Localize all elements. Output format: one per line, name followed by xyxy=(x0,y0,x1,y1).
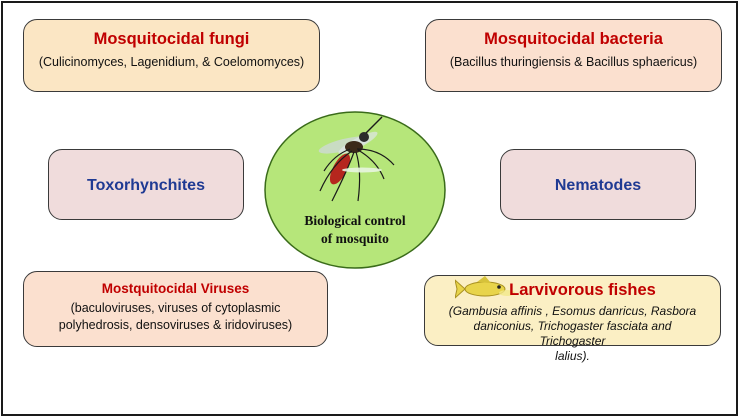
fishes-header: Larvivorous fishes xyxy=(425,276,720,302)
fish-icon xyxy=(455,276,515,299)
bacteria-examples: (Bacillus thuringiensis & Bacillus sphae… xyxy=(449,55,698,69)
fishes-examples-line-2: daniconius, Trichogaster fasciata and Tr… xyxy=(473,319,672,348)
viruses-examples-line-1: (baculoviruses, viruses of cytoplasmic xyxy=(70,301,281,315)
fishes-examples-line-1: (Gambusia affinis , Esomus danricus, Ras… xyxy=(448,304,697,318)
center-circle xyxy=(264,111,446,269)
bacteria-title: Mosquitocidal bacteria xyxy=(484,30,663,48)
center-label: Biological control of mosquito xyxy=(262,212,448,248)
center-label-line-1: Biological control xyxy=(304,213,406,228)
nematodes-title: Nematodes xyxy=(554,177,642,194)
larvivorous-fishes-box: Larvivorous fishes (Gambusia affinis , E… xyxy=(424,275,721,363)
center-label-line-2: of mosquito xyxy=(321,231,389,246)
mosquitocidal-bacteria-box: Mosquitocidal bacteria (Bacillus thuring… xyxy=(425,19,722,92)
fishes-title: Larvivorous fishes xyxy=(509,281,656,299)
fungi-title: Mosquitocidal fungi xyxy=(93,30,250,48)
mosquitocidal-fungi-box: Mosquitocidal fungi (Culicinomyces, Lage… xyxy=(23,19,320,92)
fishes-examples-line-3: lalius). xyxy=(555,349,590,363)
toxorhynchites-title: Toxorhynchites xyxy=(87,177,205,194)
fungi-examples: (Culicinomyces, Lagenidium, & Coelomomyc… xyxy=(38,55,305,69)
toxorhynchites-box: Toxorhynchites xyxy=(48,149,244,220)
viruses-examples-line-2: polyhedrosis, densoviruses & iridoviruse… xyxy=(58,318,293,332)
nematodes-box: Nematodes xyxy=(500,149,696,220)
mosquitocidal-viruses-box: Mostquitocidal Viruses (baculoviruses, v… xyxy=(23,271,328,347)
viruses-title: Mostquitocidal Viruses xyxy=(101,281,250,296)
mosquito-icon xyxy=(318,116,395,202)
